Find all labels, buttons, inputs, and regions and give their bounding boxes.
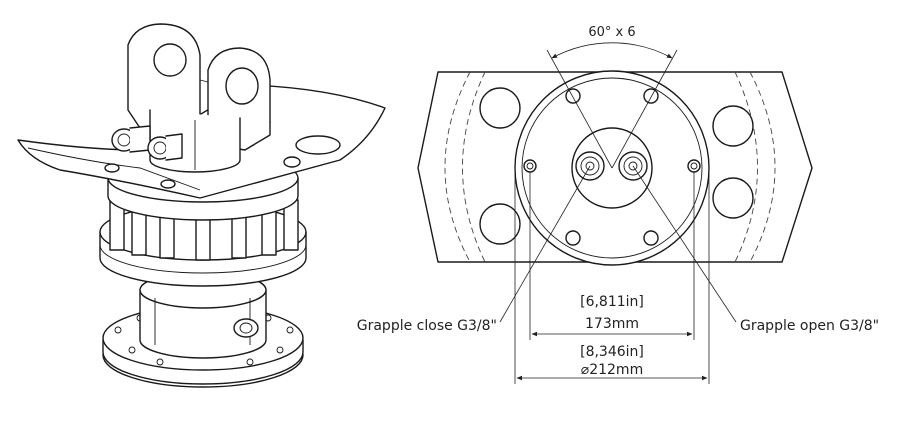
hidden-line-right-2 [749, 71, 776, 263]
dim-inner-mm: 173mm [585, 316, 639, 332]
dim-outer-in: [8,346in] [580, 344, 644, 360]
plate-hole [712, 105, 754, 147]
dim-outer-mm: ⌀212mm [581, 362, 643, 378]
plate-hole [479, 203, 521, 245]
angle-label: 60° x 6 [588, 25, 635, 40]
leader-open [632, 165, 737, 323]
bolt-hole [643, 88, 659, 104]
angle-line-right [611, 49, 678, 169]
hidden-line-left-2 [444, 71, 471, 263]
angle-arc [551, 42, 673, 59]
plate-hole [712, 177, 754, 219]
dim-inner-in: [6,811in] [580, 294, 644, 310]
bolt-hole [565, 88, 581, 104]
bolt-hole [565, 230, 581, 246]
bolt-hole [643, 230, 659, 246]
port-close-label: Grapple close G3/8" [357, 318, 497, 334]
hidden-line-right [734, 71, 758, 263]
plate-hole [479, 87, 521, 129]
rotor-inner-circle [521, 77, 703, 259]
side-port-inner [690, 162, 698, 170]
bolt-columns [109, 199, 299, 261]
isometric-rotator-view [17, 23, 386, 388]
hidden-line-left [462, 71, 486, 263]
port-open-label: Grapple open G3/8" [740, 318, 879, 334]
front-view: 60° x 6 [6,811in] 173mm [8,346in] ⌀212mm… [357, 25, 879, 384]
mounting-plate-outline [417, 71, 813, 263]
hydraulic-fittings [111, 125, 183, 161]
side-port-inner [526, 162, 534, 170]
angle-line-left [546, 49, 613, 169]
